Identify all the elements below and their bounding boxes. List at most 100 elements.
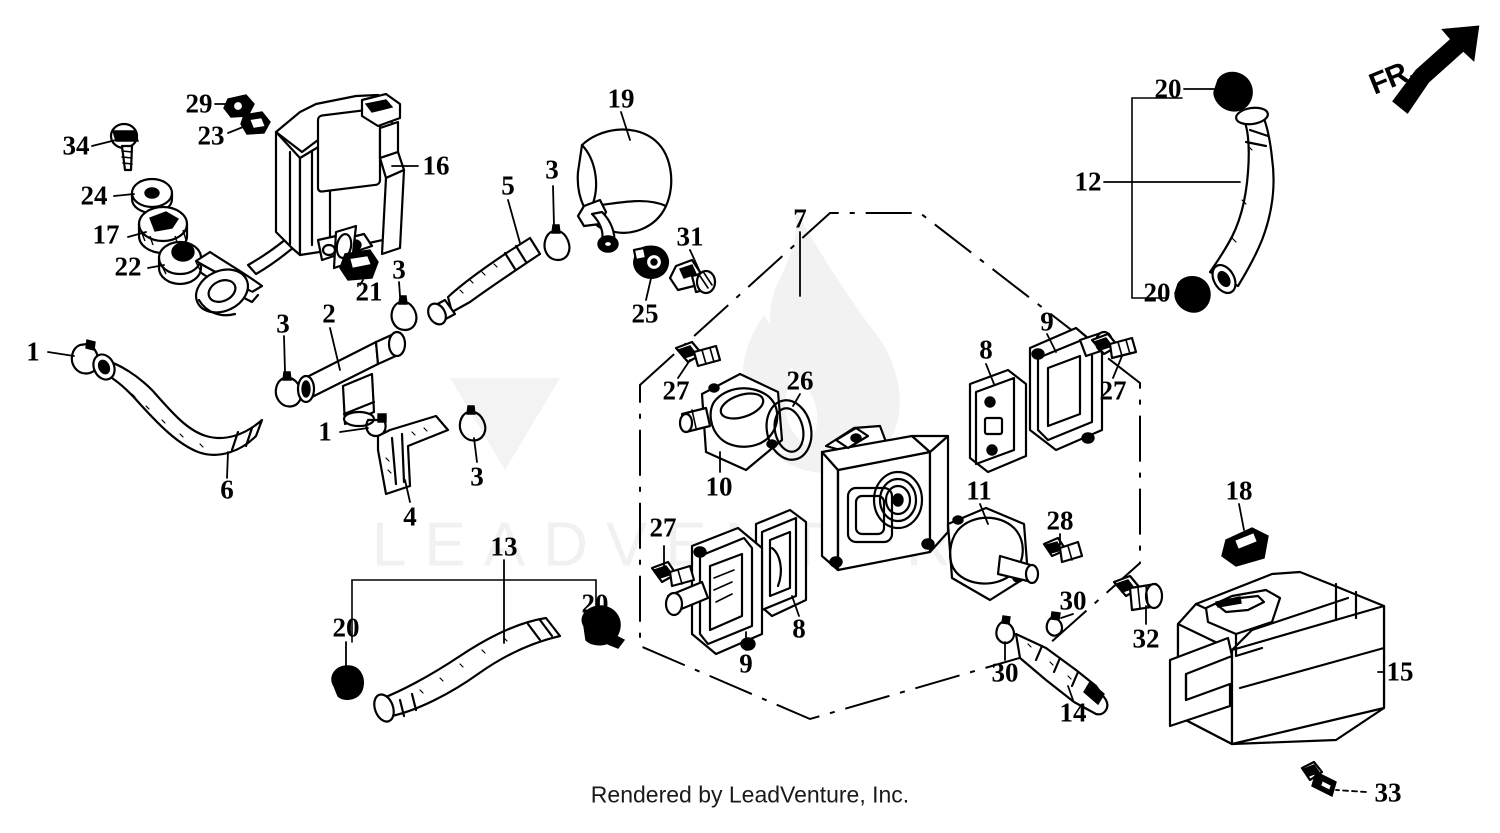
part-15-canister — [1168, 570, 1386, 746]
callout-27c: 27 — [649, 512, 677, 543]
part-9-gasket-left — [664, 526, 764, 656]
part-19-cover — [576, 128, 673, 253]
leader-27a — [677, 359, 691, 379]
callout-22: 22 — [114, 251, 142, 282]
bracket-13 — [351, 579, 597, 643]
part-20-clamp-d — [581, 605, 626, 649]
part-2-tee-pipe — [296, 330, 407, 428]
part-34-bolt — [109, 122, 139, 172]
leader-6 — [226, 451, 229, 479]
callout-7: 7 — [793, 203, 807, 234]
part-11-reed-body — [820, 424, 950, 572]
part-20-clamp-b — [1174, 276, 1211, 313]
leader-3a — [398, 281, 401, 297]
part-27-bolt-b — [1090, 332, 1138, 360]
leader-3b — [552, 185, 555, 227]
callout-1b: 1 — [318, 416, 332, 447]
callout-8a: 8 — [979, 334, 993, 365]
leader-9a — [1046, 333, 1057, 353]
callout-8b: 8 — [792, 613, 806, 644]
part-16-bracket — [274, 92, 406, 270]
part-13-hose — [373, 616, 562, 723]
leader-4 — [404, 479, 411, 503]
callout-20d: 20 — [581, 588, 609, 619]
part-23-nut — [240, 111, 271, 135]
leader-24 — [113, 193, 135, 197]
part-25-grommet — [632, 245, 670, 279]
leader-5 — [507, 199, 521, 244]
part-26-oring — [765, 399, 813, 461]
callout-30a: 30 — [1059, 585, 1087, 616]
leader-8a — [985, 363, 995, 385]
callout-18: 18 — [1225, 475, 1253, 506]
part-3-clip-a — [390, 295, 418, 332]
leader-25 — [645, 273, 653, 301]
leader-22 — [147, 264, 165, 269]
leader-23 — [227, 126, 244, 134]
part-arm-link — [194, 232, 302, 317]
part-14-nipple — [1014, 632, 1109, 716]
part-17-rubber-mount — [137, 205, 189, 255]
leader-30a — [1060, 613, 1074, 619]
footer-attribution: Rendered by LeadVenture, Inc. — [590, 781, 910, 808]
leader-3c — [283, 335, 286, 373]
callout-19: 19 — [607, 83, 635, 114]
callout-2: 2 — [322, 298, 336, 329]
part-20-clamp-a — [1213, 71, 1253, 112]
part-27-bolt-c — [650, 560, 696, 588]
part-8-reed-plate-left — [754, 508, 808, 618]
callout-10: 10 — [705, 471, 733, 502]
part-3-clip-d — [458, 405, 487, 442]
part-21-clamp — [339, 249, 379, 281]
part-8-reed-plate-right — [968, 368, 1028, 474]
leader-34 — [91, 139, 117, 147]
callout-31: 31 — [676, 221, 704, 252]
callout-16: 16 — [422, 150, 450, 181]
part-30-clip-a — [1045, 611, 1064, 637]
callout-9b: 9 — [739, 648, 753, 679]
part-11-flange — [946, 506, 1040, 602]
callout-24: 24 — [80, 180, 108, 211]
callout-1a: 1 — [26, 336, 40, 367]
leader-26 — [792, 393, 801, 407]
callout-13: 13 — [490, 531, 518, 562]
callout-17: 17 — [92, 219, 120, 250]
callout-3d: 3 — [470, 461, 484, 492]
leader-8b — [791, 595, 800, 617]
callout-14: 14 — [1059, 697, 1087, 728]
leader-20d — [594, 607, 597, 618]
leader-1b — [339, 427, 369, 433]
callout-20b: 20 — [1143, 277, 1171, 308]
group-7-boundary — [639, 212, 1141, 721]
callout-33: 33 — [1374, 777, 1402, 808]
leader-14 — [1067, 685, 1074, 701]
leader-19 — [620, 111, 631, 141]
leader-21 — [359, 279, 364, 286]
part-10-valve-cover — [678, 372, 784, 472]
part-3-clip-b — [543, 224, 571, 262]
part-30-clip-b — [995, 615, 1016, 645]
leader-18 — [1238, 503, 1245, 531]
callout-28: 28 — [1046, 505, 1074, 536]
callout-27a: 27 — [662, 375, 690, 406]
part-6-hose — [92, 353, 264, 456]
part-22-collar — [157, 240, 203, 286]
callout-20c: 20 — [332, 612, 360, 643]
callout-23: 23 — [197, 120, 225, 151]
part-9-gasket-right — [1028, 326, 1114, 452]
callout-3b: 3 — [545, 154, 559, 185]
callout-26: 26 — [786, 365, 814, 396]
callout-5: 5 — [501, 170, 515, 201]
part-31-bolt — [668, 258, 717, 295]
bracket-12 — [1131, 97, 1183, 299]
leader-17 — [127, 231, 147, 238]
callout-32: 32 — [1132, 623, 1160, 654]
leader-31 — [689, 249, 701, 273]
callout-15: 15 — [1386, 656, 1414, 687]
callout-25: 25 — [631, 298, 659, 329]
callout-11: 11 — [966, 475, 992, 506]
part-1-clip-b — [365, 413, 387, 438]
callout-34: 34 — [62, 130, 90, 161]
